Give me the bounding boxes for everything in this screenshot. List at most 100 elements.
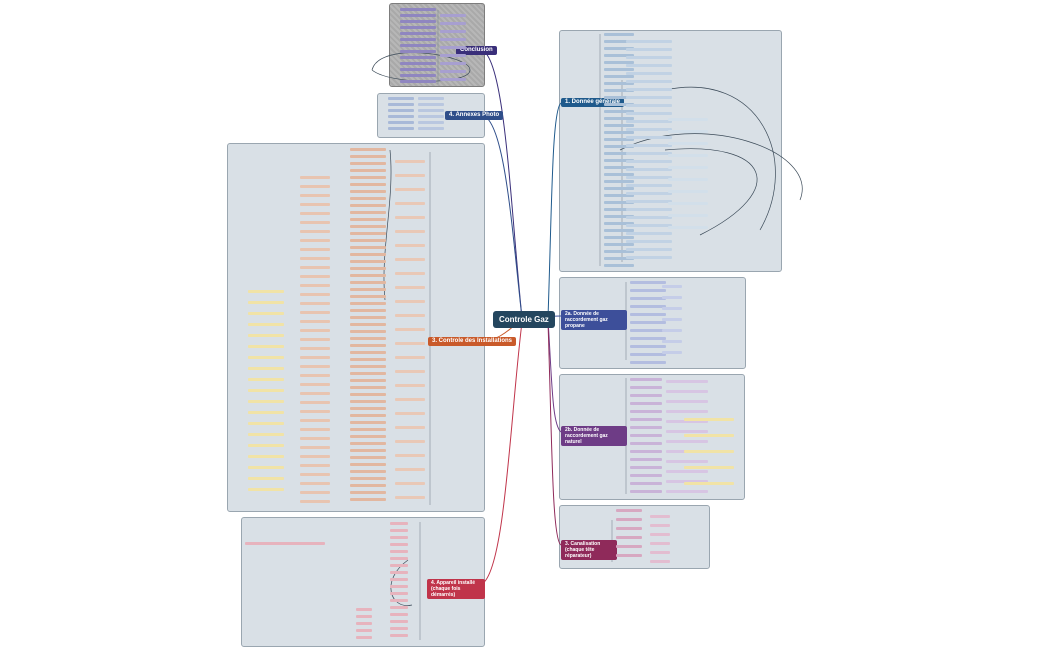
subtopic-node[interactable] <box>300 392 330 395</box>
subtopic-node[interactable] <box>395 230 425 233</box>
subtopic-node[interactable] <box>300 446 330 449</box>
subtopic-node[interactable] <box>626 88 672 91</box>
subtopic-node[interactable] <box>626 40 672 43</box>
subtopic-node[interactable] <box>356 636 372 639</box>
subtopic-node[interactable] <box>300 500 330 503</box>
subtopic-node[interactable] <box>630 281 666 284</box>
subtopic-node[interactable] <box>300 221 330 224</box>
branch-canalisation[interactable]: 3. Canalisation (chaque tête réparateur) <box>561 540 617 560</box>
subtopic-node[interactable] <box>604 194 634 197</box>
subtopic-node[interactable] <box>390 557 408 560</box>
subtopic-node[interactable] <box>350 169 386 172</box>
subtopic-node[interactable] <box>630 450 662 453</box>
subtopic-node[interactable] <box>630 386 662 389</box>
subtopic-node[interactable] <box>300 248 330 251</box>
subtopic-node[interactable] <box>300 383 330 386</box>
subtopic-node[interactable] <box>300 356 330 359</box>
subtopic-node[interactable] <box>626 80 672 83</box>
subtopic-node[interactable] <box>248 334 284 337</box>
subtopic-node[interactable] <box>350 190 386 193</box>
subtopic-node[interactable] <box>650 524 670 527</box>
subtopic-node[interactable] <box>626 208 672 211</box>
subtopic-node[interactable] <box>390 613 408 616</box>
subtopic-node[interactable] <box>604 54 634 57</box>
subtopic-node[interactable] <box>248 389 284 392</box>
subtopic-node[interactable] <box>626 144 672 147</box>
subtopic-node[interactable] <box>626 216 672 219</box>
subtopic-node[interactable] <box>350 484 386 487</box>
subtopic-node[interactable] <box>626 200 672 203</box>
subtopic-node[interactable] <box>616 527 642 530</box>
subtopic-node[interactable] <box>248 477 284 480</box>
subtopic-node[interactable] <box>300 329 330 332</box>
subtopic-node[interactable] <box>604 257 634 260</box>
subtopic-node[interactable] <box>300 464 330 467</box>
subtopic-node[interactable] <box>395 300 425 303</box>
subtopic-node[interactable] <box>300 266 330 269</box>
subtopic-node[interactable] <box>350 239 386 242</box>
subtopic-node[interactable] <box>388 109 414 112</box>
subtopic-node[interactable] <box>630 313 666 316</box>
subtopic-node[interactable] <box>604 208 634 211</box>
subtopic-node[interactable] <box>666 430 708 433</box>
subtopic-node[interactable] <box>245 542 325 545</box>
branch-gaz-naturel[interactable]: 2b. Donnée de raccordement gaz naturel <box>561 426 627 446</box>
subtopic-node[interactable] <box>418 97 444 100</box>
subtopic-node[interactable] <box>395 202 425 205</box>
subtopic-node[interactable] <box>395 174 425 177</box>
subtopic-node[interactable] <box>650 542 670 545</box>
subtopic-node[interactable] <box>350 295 386 298</box>
subtopic-node[interactable] <box>604 236 634 239</box>
subtopic-node[interactable] <box>248 367 284 370</box>
subtopic-node[interactable] <box>630 361 666 364</box>
subtopic-node[interactable] <box>662 307 682 310</box>
subtopic-node[interactable] <box>300 473 330 476</box>
subtopic-node[interactable] <box>400 14 436 17</box>
subtopic-node[interactable] <box>668 178 708 181</box>
subtopic-node[interactable] <box>668 142 708 145</box>
subtopic-node[interactable] <box>248 345 284 348</box>
subtopic-node[interactable] <box>350 449 386 452</box>
subtopic-node[interactable] <box>626 152 672 155</box>
subtopic-node[interactable] <box>626 168 672 171</box>
subtopic-node[interactable] <box>350 232 386 235</box>
subtopic-node[interactable] <box>248 466 284 469</box>
subtopic-node[interactable] <box>626 128 672 131</box>
subtopic-node[interactable] <box>300 284 330 287</box>
subtopic-node[interactable] <box>604 117 634 120</box>
subtopic-node[interactable] <box>395 384 425 387</box>
subtopic-node[interactable] <box>604 145 634 148</box>
subtopic-node[interactable] <box>300 410 330 413</box>
subtopic-node[interactable] <box>350 246 386 249</box>
branch-annexe-photo[interactable]: 4. Annexes Photo <box>445 111 504 120</box>
subtopic-node[interactable] <box>604 40 634 43</box>
subtopic-node[interactable] <box>650 515 670 518</box>
subtopic-node[interactable] <box>300 176 330 179</box>
subtopic-node[interactable] <box>684 450 734 453</box>
subtopic-node[interactable] <box>604 33 634 36</box>
subtopic-node[interactable] <box>400 50 436 53</box>
subtopic-node[interactable] <box>395 412 425 415</box>
subtopic-node[interactable] <box>604 229 634 232</box>
subtopic-node[interactable] <box>650 533 670 536</box>
subtopic-node[interactable] <box>604 82 634 85</box>
subtopic-node[interactable] <box>356 629 372 632</box>
subtopic-node[interactable] <box>604 89 634 92</box>
subtopic-node[interactable] <box>626 232 672 235</box>
subtopic-node[interactable] <box>604 124 634 127</box>
subtopic-node[interactable] <box>390 599 408 602</box>
subtopic-node[interactable] <box>630 466 662 469</box>
subtopic-node[interactable] <box>630 490 662 493</box>
subtopic-node[interactable] <box>418 103 444 106</box>
subtopic-node[interactable] <box>390 564 408 567</box>
subtopic-node[interactable] <box>626 240 672 243</box>
subtopic-node[interactable] <box>395 244 425 247</box>
subtopic-node[interactable] <box>630 442 662 445</box>
subtopic-node[interactable] <box>395 160 425 163</box>
subtopic-node[interactable] <box>300 365 330 368</box>
subtopic-node[interactable] <box>662 296 682 299</box>
subtopic-node[interactable] <box>616 509 642 512</box>
subtopic-node[interactable] <box>626 48 672 51</box>
subtopic-node[interactable] <box>248 411 284 414</box>
subtopic-node[interactable] <box>604 264 634 267</box>
